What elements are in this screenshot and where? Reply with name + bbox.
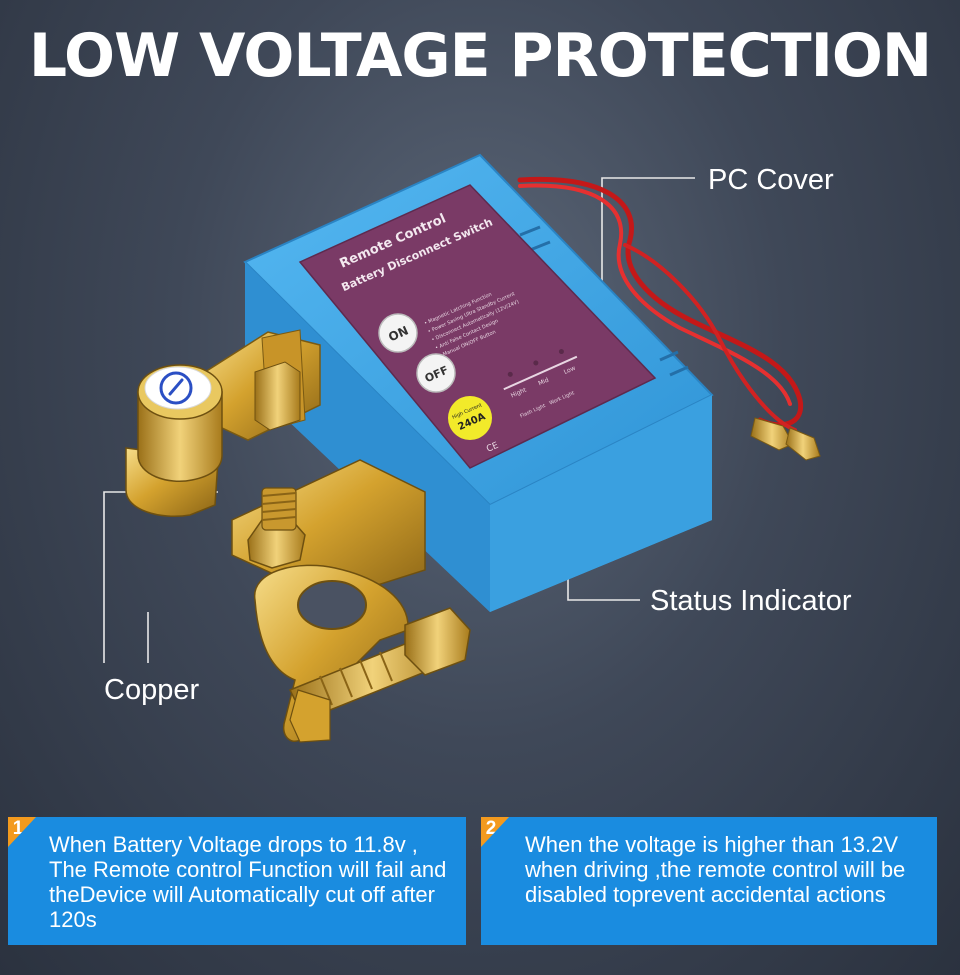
callout-pc-cover: PC Cover [708, 164, 834, 196]
off-button[interactable]: OFF [416, 353, 456, 393]
callout-copper: Copper [104, 674, 200, 706]
on-button[interactable]: ON [378, 313, 418, 353]
label-panel [298, 184, 657, 469]
ce-mark: CE [485, 441, 500, 455]
battery-post [125, 361, 301, 517]
info-box-2: 2 When the voltage is higher than 13.2V … [481, 817, 937, 945]
page-title: LOW VOLTAGE PROTECTION [28, 21, 932, 91]
info-box-1: 1 When Battery Voltage drops to 11.8v , … [8, 817, 466, 945]
level-low: Low [563, 365, 577, 376]
level-mid: Mid [537, 377, 550, 388]
info-box-2-number: 2 [481, 817, 509, 847]
callout-status-indicator: Status Indicator [650, 585, 852, 617]
wire-terminals [750, 417, 821, 461]
info-box-1-text: When Battery Voltage drops to 11.8v , Th… [49, 832, 447, 932]
clamp-terminal [254, 564, 471, 743]
current-badge: High Current 240A [448, 396, 492, 440]
red-wire [517, 176, 804, 432]
info-box-1-number: 1 [8, 817, 36, 847]
bolt [247, 487, 306, 569]
info-box-2-text: When the voltage is higher than 13.2V wh… [525, 832, 906, 907]
